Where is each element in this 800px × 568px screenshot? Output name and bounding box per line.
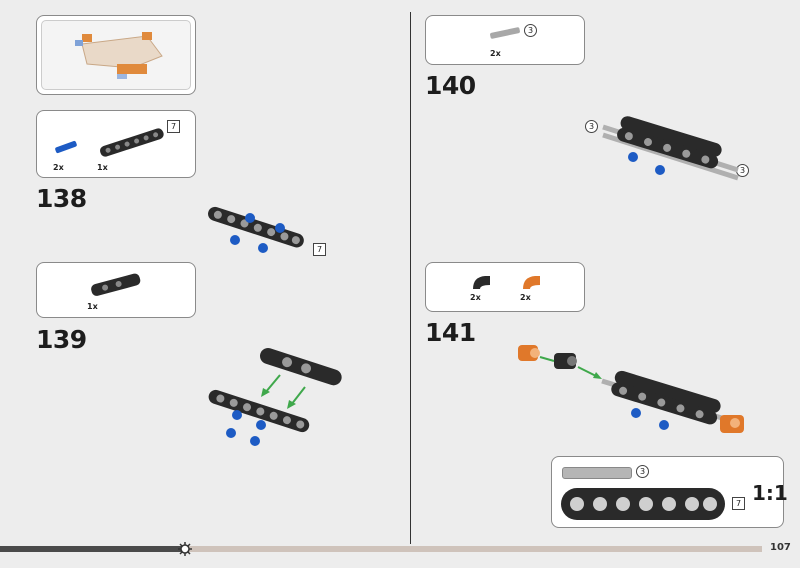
step-138-illustration: [208, 206, 304, 253]
step-number-140: 140: [425, 71, 476, 100]
step-141-illustration: [518, 345, 744, 433]
scale-beam-7: [561, 488, 725, 520]
beam-7-part: [100, 128, 164, 157]
progress-gear-icon: [178, 542, 192, 556]
step-number-141: 141: [425, 318, 476, 347]
callout-beam-length-138: 7: [313, 243, 326, 256]
parts-list-141: 2x 2x: [425, 262, 585, 312]
progress-bar-track: [0, 546, 762, 552]
axle-3-part: [490, 27, 520, 39]
scale-beam-length-badge: 7: [732, 497, 745, 510]
blue-pin-part: [55, 140, 77, 154]
connector-qty: 1x: [87, 302, 98, 311]
beam-length-badge: 7: [167, 120, 180, 133]
axle-qty: 2x: [490, 49, 501, 58]
page-number: 107: [770, 542, 791, 553]
scale-axle-length-badge: 3: [636, 465, 649, 478]
step-140-illustration: [602, 116, 739, 181]
step-number-139: 139: [36, 325, 87, 354]
scale-label: 1:1: [752, 481, 788, 505]
submodel-preview-image: [75, 32, 163, 79]
black-curved-part: [473, 276, 490, 289]
progress-bar-fill: [0, 546, 184, 552]
pin-qty: 2x: [53, 163, 64, 172]
axle-length-badge: 3: [524, 24, 537, 37]
parts-list-139: 1x: [36, 262, 196, 318]
beam-qty: 1x: [97, 163, 108, 172]
page-divider: [410, 12, 411, 544]
orange-curved-qty: 2x: [520, 293, 531, 302]
orange-curved-part: [523, 276, 540, 289]
parts-list-140: 3 2x: [425, 15, 585, 65]
submodel-preview-box: [36, 15, 196, 95]
scale-axle-3: [562, 467, 632, 479]
black-connector-part: [91, 273, 141, 296]
step-number-138: 138: [36, 184, 87, 213]
step-139-illustration: [208, 347, 342, 446]
parts-list-138: 2x 1x 7: [36, 110, 196, 178]
black-curved-qty: 2x: [470, 293, 481, 302]
callout-axle-left: 3: [585, 120, 598, 133]
scale-reference-box: 3 7 1:1: [551, 456, 788, 528]
